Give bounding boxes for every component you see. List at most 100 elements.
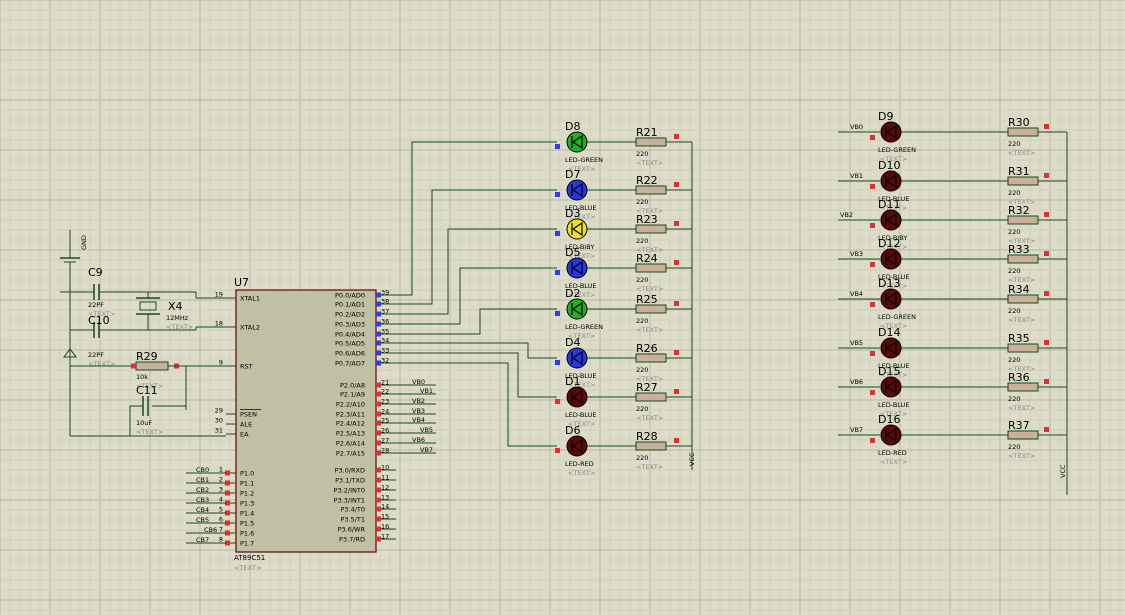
right-res-R37-body [1007,430,1039,440]
mcu-pin-num-11: 11 [381,474,389,482]
right-res-text-placeholder: <TEXT> [1008,316,1035,324]
mcu-pin-num-26: 26 [381,427,389,435]
left-res-text-placeholder: <TEXT> [636,414,663,422]
mcu-pin-marker [376,391,381,397]
mcu-pin-marker [376,497,381,503]
right-res-text-placeholder: <TEXT> [1008,365,1035,373]
left-led-D3-arrow [571,221,583,237]
left-led-type-D2: LED-GREEN [565,323,603,331]
right-res-value-R37: 220 [1008,443,1020,451]
mcu-pin-num-31: 31 [215,427,223,435]
right-res-value-R31: 220 [1008,189,1020,197]
right-res-text-placeholder: <TEXT> [1008,404,1035,412]
left-res-pin-marker [674,389,679,394]
left-res-pin-marker [674,301,679,306]
left-led-D8-arrow [571,134,583,150]
left-res-ref-R23: R23 [636,213,658,226]
right-led-bank: VB0D9LED-GREEN<TEXT>R30220<TEXT>VB1D10LE… [838,110,1068,495]
left-res-value-R25: 220 [636,317,648,325]
mcu-pin-label-36: P0.3/AD3 [335,321,365,329]
r29-body [135,361,169,371]
right-net-label-VB1: VB1 [850,172,863,180]
left-led-type-D1: LED-BLUE [565,411,596,419]
mcu-pin-marker [225,490,230,496]
right-led-text-placeholder: <TEXT> [880,243,907,251]
right-led-D14-body [880,337,902,359]
mcu-pin-marker [376,331,381,337]
right-led-D9 [880,121,902,143]
mcu-pin-marker [376,420,381,426]
right-led-D10-body [880,170,902,192]
left-led-type-D3: LED-BIBY [565,243,594,251]
mcu-pin-num-25: 25 [381,417,389,425]
mcu-pin-num-23: 23 [381,398,389,406]
mcu-pin-marker [376,292,381,298]
mcu-pin-label-23: P2.2/A10 [336,401,365,409]
right-res-ref-R37: R37 [1008,419,1030,432]
left-vcc-label: VCC [688,452,696,466]
left-res-pin-marker [674,350,679,355]
c11-text-placeholder: <TEXT> [136,428,163,436]
left-res-value-R26: 220 [636,366,648,374]
left-led-D7-arrow [571,182,583,198]
mcu-pin-num-21: 21 [381,379,389,387]
mcu-pin-label-37: P0.2/AD2 [335,311,365,319]
left-res-pin-marker [674,260,679,265]
mcu-pin-num-3: 3 [219,486,223,494]
r29-ref: R29 [136,350,158,363]
mcu-pin-marker [376,382,381,388]
x4-value: 12MHz [166,314,189,322]
right-led-D10 [880,170,902,192]
right-led-ref-D9: D9 [878,110,893,123]
mcu-pin-num-34: 34 [381,337,389,345]
p0-led-wire [396,267,557,325]
right-led-D14 [880,337,902,359]
left-res-value-R23: 220 [636,237,648,245]
right-led-ref-D13: D13 [878,277,900,290]
mcu-pin-num-27: 27 [381,437,389,445]
mcu-pin-label-11: P3.1/TXD [335,477,365,485]
left-res-text-placeholder: <TEXT> [636,326,663,334]
left-led-ref-D7: D7 [565,168,580,181]
mcu-pin-marker [376,516,381,522]
right-led-text-placeholder: <TEXT> [880,322,907,330]
c11-ref: C11 [136,384,158,397]
right-res-text-placeholder: <TEXT> [1008,276,1035,284]
left-led-pin-marker [555,360,560,365]
right-led-D11 [880,209,902,231]
p0-led-wire [396,342,557,359]
p1-net-label-CB6: CB6 [204,526,217,534]
right-led-D12-body [880,248,902,270]
mcu-u7[interactable]: U7AT89C51<TEXT>XTAL119XTAL218RST9PSEN29A… [186,276,436,572]
mcu-pin-label-38: P0.1/AD1 [335,301,365,309]
mcu-pin-marker [376,360,381,366]
right-res-R31-body [1007,176,1039,186]
right-led-D13-body [880,288,902,310]
c11-value: 10uF [136,419,152,427]
mcu-pin-num-12: 12 [381,484,389,492]
right-led-type-D10: LED-BLUE [878,195,909,203]
p1-net-label-CB4: CB4 [196,506,209,514]
right-res-R32-body [1007,215,1039,225]
mcu-pin-marker [376,411,381,417]
left-led-text-placeholder: <TEXT> [568,469,595,477]
right-net-label-VB7: VB7 [850,426,863,434]
c10-text-placeholder: <TEXT> [88,360,115,368]
mcu-pin-num-18: 18 [215,320,223,328]
r29-pin-marker [131,363,136,369]
left-led-D2-body [566,298,588,320]
right-led-text-placeholder: <TEXT> [880,282,907,290]
mcu-pin-num-19: 19 [215,291,223,299]
mcu-pin-num-13: 13 [381,494,389,502]
left-led-D3-body [566,218,588,240]
left-led-D8 [566,131,588,153]
p1-net-label-CB0: CB0 [196,466,209,474]
mcu-pin-label-P1.1: P1.1 [240,480,254,488]
mcu-pin-label-PSEN: PSEN [240,411,257,419]
mcu-pin-marker [225,510,230,516]
mcu-pin-label-12: P3.2/INT0 [334,487,365,495]
right-net-label-VB5: VB5 [850,339,863,347]
right-led-D16-arrow [885,427,897,443]
right-led-D11-body [880,209,902,231]
